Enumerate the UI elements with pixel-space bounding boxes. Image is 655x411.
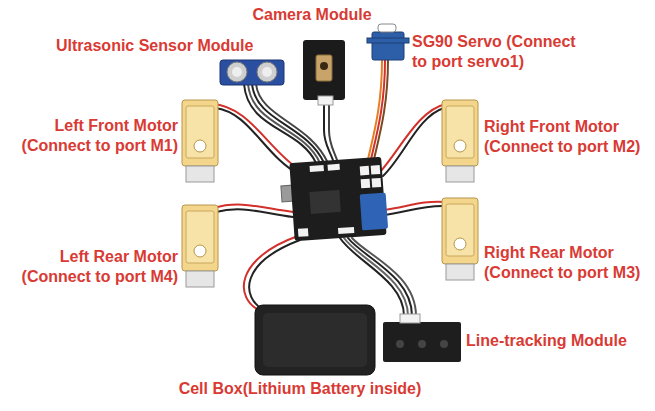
part-label: Left Front Motor (Connect to port M1) [13,116,178,156]
motor-can [446,264,474,280]
motor-gearbox [446,106,474,158]
servo-body [367,38,409,43]
ultrasonic-transducer [257,62,277,82]
wire [249,240,300,312]
ir-sensor [396,340,404,348]
motor-axle [194,245,206,257]
motor-gearbox [446,204,474,256]
wire [352,238,416,316]
connector [400,314,420,323]
wire [383,108,444,176]
wire [348,238,412,316]
connector [318,96,333,105]
wire [383,206,446,215]
wire [212,104,300,170]
ir-sensor [418,340,426,348]
control-board-shield [360,193,388,231]
connector [360,166,370,176]
ultrasonic-transducer [227,62,247,82]
servo-body [372,32,404,60]
motor-gearbox [186,211,214,263]
connector [310,165,324,172]
wire [380,104,446,172]
part-label: Right Front Motor (Connect to port M2) [484,117,646,157]
part-label: Right Rear Motor (Connect to port M3) [484,243,646,283]
connector [361,179,371,189]
motor-can [446,166,474,182]
wire [329,104,338,163]
motor-axle [194,140,206,152]
connector [372,178,382,188]
motor-gearbox [186,106,214,158]
wire [372,60,388,168]
motor-gearbox [182,205,218,271]
ir-sensor [440,340,448,348]
part-label: Ultrasonic Sensor Module [56,36,253,56]
wire [215,108,300,175]
connector [298,228,309,237]
motor-gearbox [182,100,218,166]
motor-gearbox [442,100,478,166]
battery-box [263,313,367,367]
ultrasonic-transducer [232,67,242,77]
part-label: Left Rear Motor (Connect to port M4) [13,247,178,287]
wire [366,60,382,168]
part-label: Line-tracking Module [466,331,627,351]
chip [309,190,340,214]
part-label: Cell Box(Lithium Battery inside) [179,379,422,399]
connector [371,165,381,175]
part-label: SG90 Servo (Connect to port servo1) [412,32,588,72]
motor-axle [454,140,466,152]
part-label: Camera Module [252,5,371,25]
ultrasonic-board [220,60,284,85]
camera-lens [320,62,328,70]
motor-can [186,166,214,182]
connector [328,164,340,171]
line-tracking-board [383,322,461,362]
camera-board [303,40,345,100]
ultrasonic-transducer [262,67,272,77]
wire [369,60,385,168]
motor-axle [454,238,466,250]
camera-lens [316,55,332,81]
motor-can [186,271,214,287]
connector [338,227,354,234]
wire [216,209,293,217]
servo-horn [378,24,396,32]
motor-gearbox [442,198,478,264]
battery-box [255,305,375,375]
